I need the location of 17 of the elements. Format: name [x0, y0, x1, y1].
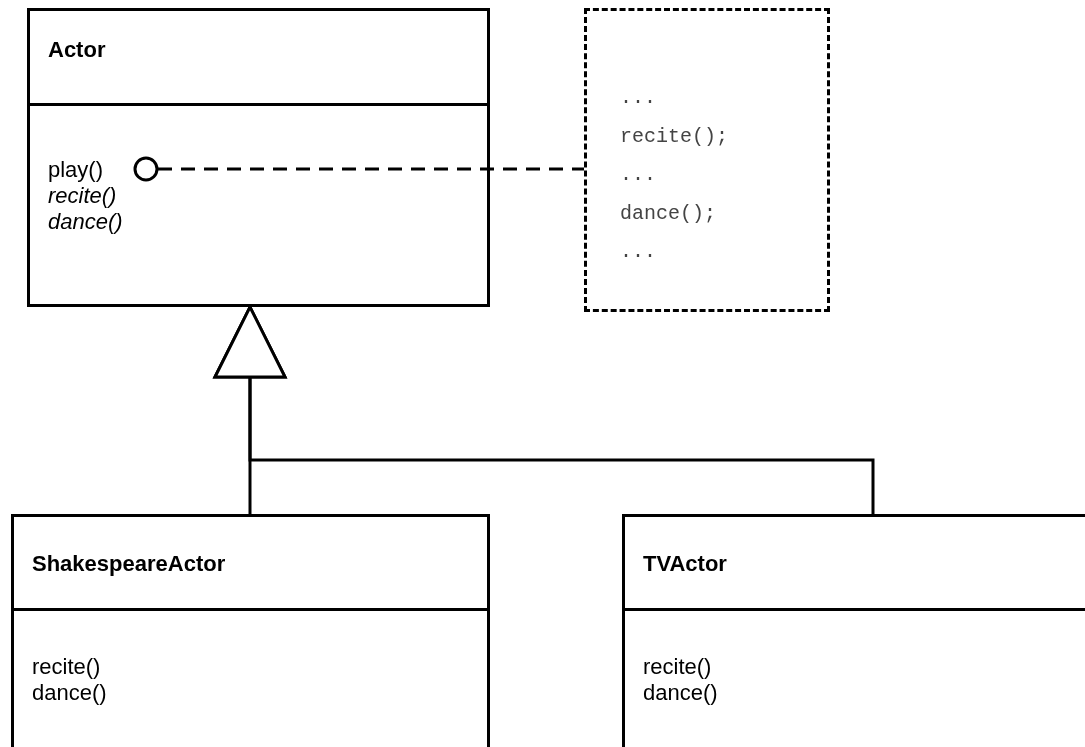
method-name: recite() — [643, 654, 712, 680]
code-text: ... recite(); ... dance(); ... — [620, 85, 730, 265]
method-name: dance() — [643, 680, 718, 706]
class-box — [11, 514, 490, 747]
class-box — [27, 8, 490, 307]
method-name: dance() — [48, 209, 123, 235]
note-box — [584, 8, 830, 312]
class-name: Actor — [48, 37, 106, 63]
class-box — [622, 514, 1085, 747]
inheritance-arrow — [213, 305, 875, 514]
connector — [133, 156, 584, 182]
method-name: dance() — [32, 680, 107, 706]
method-name: play() — [48, 157, 103, 183]
class-name: TVActor — [643, 551, 727, 577]
method-name: recite() — [48, 183, 117, 209]
method-name: recite() — [32, 654, 101, 680]
class-name: ShakespeareActor — [32, 551, 226, 577]
